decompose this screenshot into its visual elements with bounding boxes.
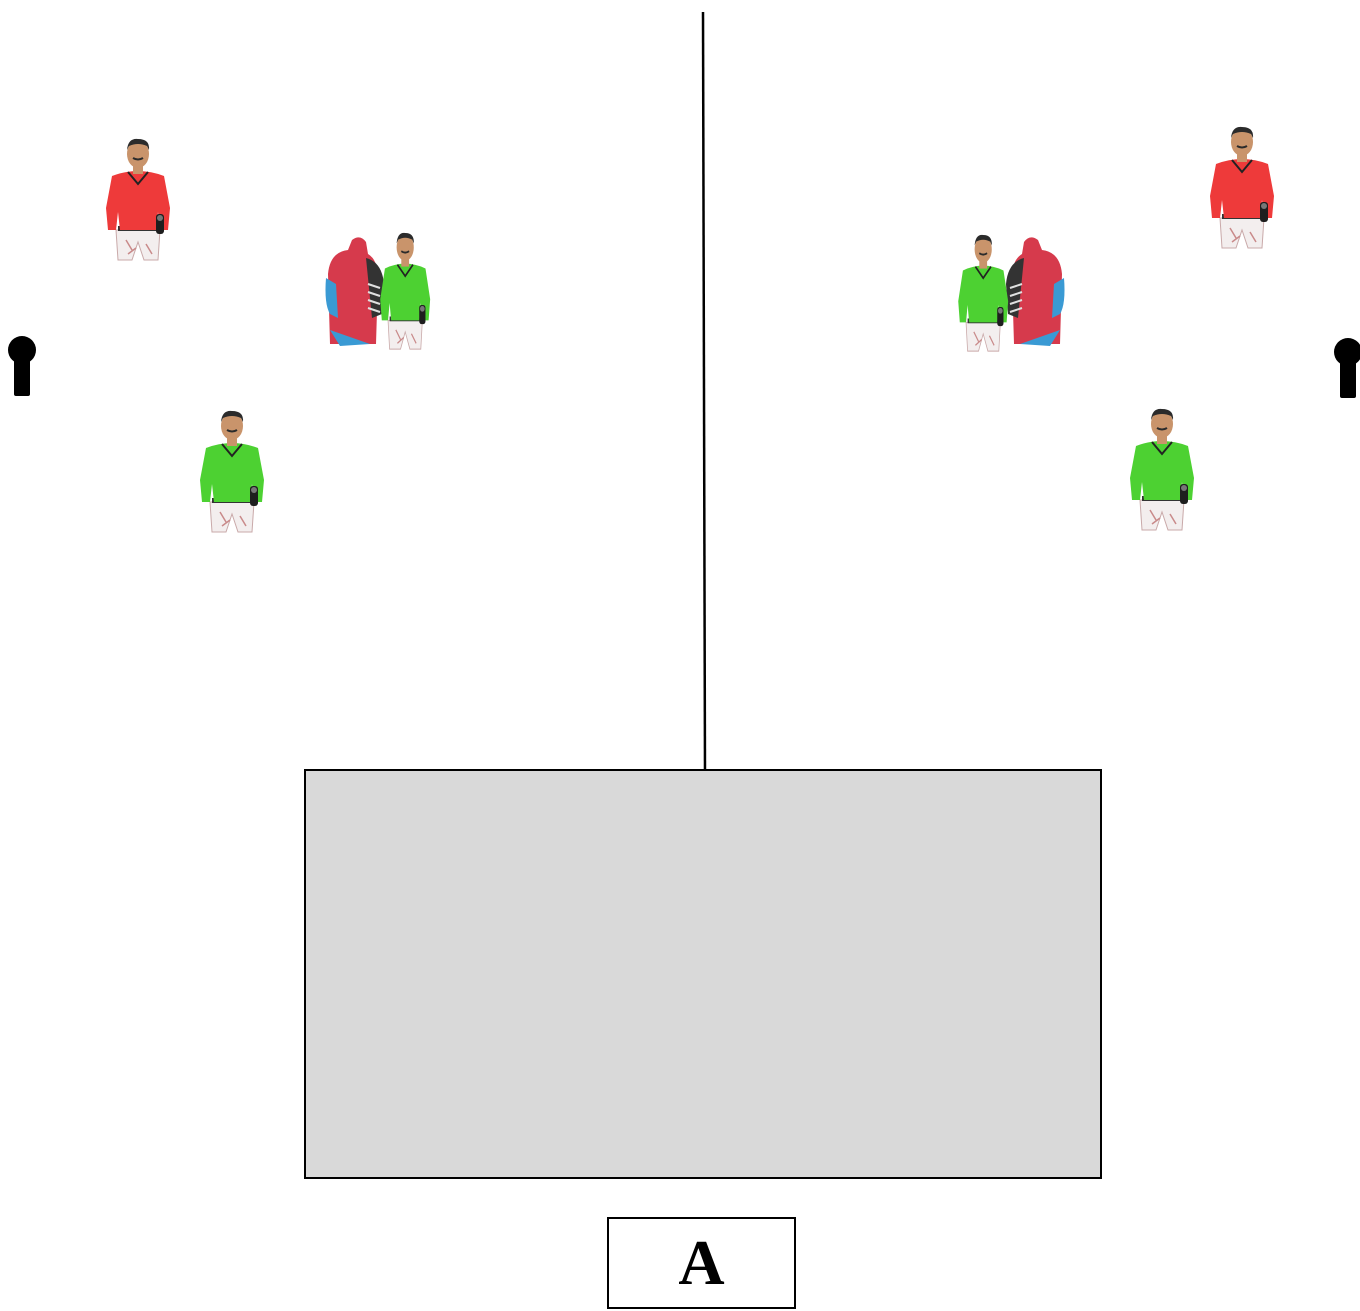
shooting-area (304, 769, 1102, 1179)
red-threat-target-left (105, 137, 171, 261)
divider-wall (701, 11, 707, 777)
hostage-target-right (957, 233, 1066, 353)
green-threat-target-right (1129, 407, 1195, 531)
steel-popper-icon (1334, 338, 1360, 398)
red-threat-target-right (1209, 125, 1275, 249)
hostage-target-left (324, 231, 432, 351)
start-position-box: A (607, 1217, 796, 1309)
steel-popper-icon (8, 336, 36, 396)
start-position-label: A (678, 1227, 725, 1298)
green-threat-target-left (199, 409, 265, 533)
